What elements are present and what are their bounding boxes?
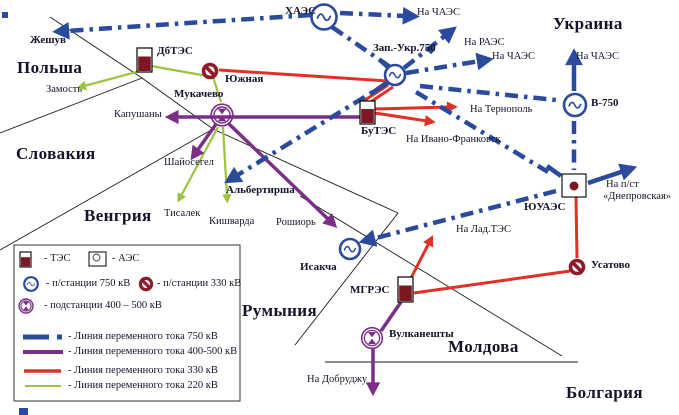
label-v-750: В-750	[591, 97, 619, 109]
label-zap-ukr-750: Зап.-Укр.750	[373, 42, 436, 54]
label-na-ternopol: На Тернополь	[470, 104, 533, 115]
legend-substation-400-500-label: - подстанции 400 – 500 кВ	[44, 300, 162, 311]
artifact-square-bottom	[19, 408, 28, 415]
line-zapukr-yuuaes	[414, 90, 550, 174]
line-mgres-vulkaneshty	[379, 301, 403, 332]
line-zapukr-chaes	[405, 52, 494, 76]
legend-substation-750-icon	[23, 276, 39, 292]
label-shayosegel: Шайосегел	[164, 157, 214, 168]
line-yuuaes-dneprovskaya	[587, 163, 638, 186]
label-kapushany: Капушаны	[114, 109, 162, 120]
station-butes	[359, 100, 376, 125]
station-yuuaes	[561, 173, 587, 198]
label-butes: БуТЭС	[361, 125, 397, 137]
label-na-chaes-3: На ЧАЭС	[576, 51, 619, 62]
label-zheshuv: Жешув	[30, 34, 66, 46]
label-na-raes: На РАЭС	[464, 37, 505, 48]
substation-isakcha	[338, 237, 362, 261]
label-vulkaneshty: Вулканешты	[389, 328, 454, 340]
label-yuuaes: ЮУАЭС	[524, 201, 566, 213]
line-butes-ivano-frankovsk	[374, 111, 436, 127]
label-na-pst: На п/ст	[606, 179, 639, 190]
label-na-dobrudzhu: На Добруджу	[307, 374, 368, 385]
line-mukachevo-roshior	[227, 122, 338, 228]
line-dbtes-zamost	[76, 68, 145, 91]
line-yuuaes-isakcha	[358, 188, 557, 247]
station-mgres	[397, 276, 414, 303]
label-na-chaes-2: На ЧАЭС	[492, 51, 535, 62]
legend-line-750-label: - Линия переменного тока 750 кВ	[68, 331, 218, 342]
country-moldova: Молдова	[448, 337, 519, 356]
legend-box	[13, 244, 241, 402]
substation-usatovo	[568, 258, 586, 276]
legend-substation-400-500-icon	[18, 298, 34, 314]
line-butes-ternopol	[374, 101, 458, 113]
label-albertirsha: Альбертирша	[226, 184, 295, 196]
country-ukraina: Украина	[553, 14, 623, 33]
line-zapukr-v750	[419, 83, 557, 103]
line-zapukr-albertirsha	[224, 80, 391, 184]
line-mukachevo-kishvarda	[221, 126, 232, 204]
lines-220kv	[76, 64, 232, 204]
label-usatovo: Усатово	[591, 259, 630, 271]
legend-substation-750-label: - п/станции 750 кВ	[46, 278, 131, 289]
lines-330kv	[218, 68, 579, 295]
line-khaes-zheshuv	[52, 12, 312, 40]
legend-tes-icon	[19, 251, 32, 268]
station-dbtes	[136, 47, 153, 73]
label-na-chaes-top: На ЧАЭС	[417, 7, 460, 18]
label-kishvarda: Кишварда	[209, 216, 255, 227]
label-isakcha: Исакча	[300, 261, 337, 273]
legend-substation-330-icon	[138, 276, 154, 292]
country-vengriya: Венгрия	[84, 206, 152, 225]
label-zamost: Замость	[46, 84, 83, 95]
substation-v-750	[562, 92, 588, 118]
zapukr-stub-sw	[370, 82, 387, 95]
lines-750kv	[52, 7, 638, 247]
label-yuzhnaya: Южная	[225, 73, 264, 85]
label-mgres: МГРЭС	[350, 284, 390, 296]
legend-substation-330-label: - п/станции 330 кВ	[157, 278, 242, 289]
legend-line-220-label: - Линия переменного тока 220 кВ	[68, 380, 218, 391]
label-dbtes: ДбТЭС	[157, 45, 193, 57]
dash-dot-fragment	[426, 45, 436, 55]
line-khaes-chaes	[339, 7, 420, 25]
label-dneprovskaya: «Днепровская»	[603, 191, 672, 202]
substation-zap-ukr-750	[383, 63, 407, 87]
country-borders	[0, 16, 578, 363]
line-mukachevo-shayosegel	[190, 122, 218, 161]
line-butes-zapukr-2	[368, 85, 394, 105]
label-roshior: Рошиорь	[276, 217, 316, 228]
legend-line-400-500-label: - Линия переменного тока 400-500 кВ	[68, 346, 238, 357]
label-mukachevo: Мукачево	[174, 88, 224, 100]
country-rumyniya: Румыния	[242, 301, 318, 320]
legend-aes-icon	[88, 251, 107, 267]
lines-400-500kv	[164, 109, 403, 397]
label-tisalek: Тисалек	[164, 208, 201, 219]
label-khaes: ХАЭС	[285, 5, 317, 17]
line-mgres-ladtes	[409, 235, 434, 279]
line-zapukr-raes	[402, 26, 457, 70]
country-slovakia: Словакия	[16, 144, 96, 163]
country-bolgariya: Болгария	[566, 383, 643, 402]
line-yuzhnaya-zapukr	[218, 68, 388, 83]
label-na-lad-tes: На Лад.ТЭС	[456, 224, 511, 235]
substation-mukachevo	[210, 103, 234, 127]
substation-khaes	[310, 3, 338, 31]
line-mukachevo-tisalek	[177, 126, 219, 203]
label-na-ivano-frankovsk: На Ивано-Франковск	[406, 134, 501, 145]
legend-line-330-label: - Линия переменного тока 330 кВ	[68, 365, 218, 376]
line-usatovo-mgres	[413, 269, 571, 295]
legend-aes-label: - АЭС	[112, 253, 140, 264]
line-yuuaes-usatovo	[574, 196, 579, 259]
artifact-square-top	[2, 12, 8, 18]
yuuaes-stub-nw	[545, 164, 563, 178]
substation-vulkaneshty	[360, 326, 384, 350]
substation-yuzhnaya	[201, 62, 219, 80]
legend-tes-label: - ТЭС	[44, 253, 71, 264]
country-polsha: Польша	[17, 58, 83, 77]
